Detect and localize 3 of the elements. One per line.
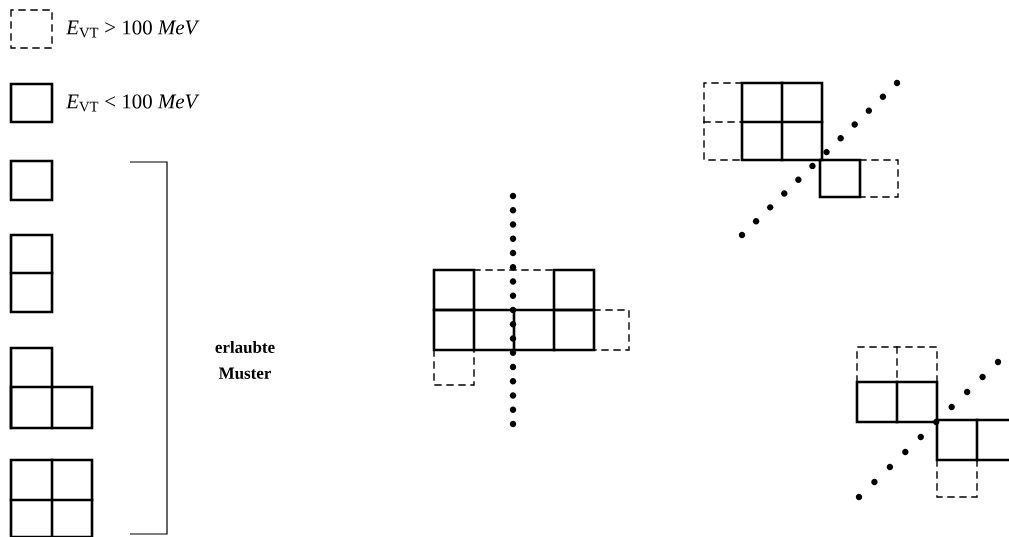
legend-label: E$_{VT}$ > 100 MeV (65, 20, 200, 38)
bracket-label: erlaubte Muster (215, 341, 275, 379)
legend-label: E$_{VT}$ < 100 MeV (65, 94, 200, 112)
